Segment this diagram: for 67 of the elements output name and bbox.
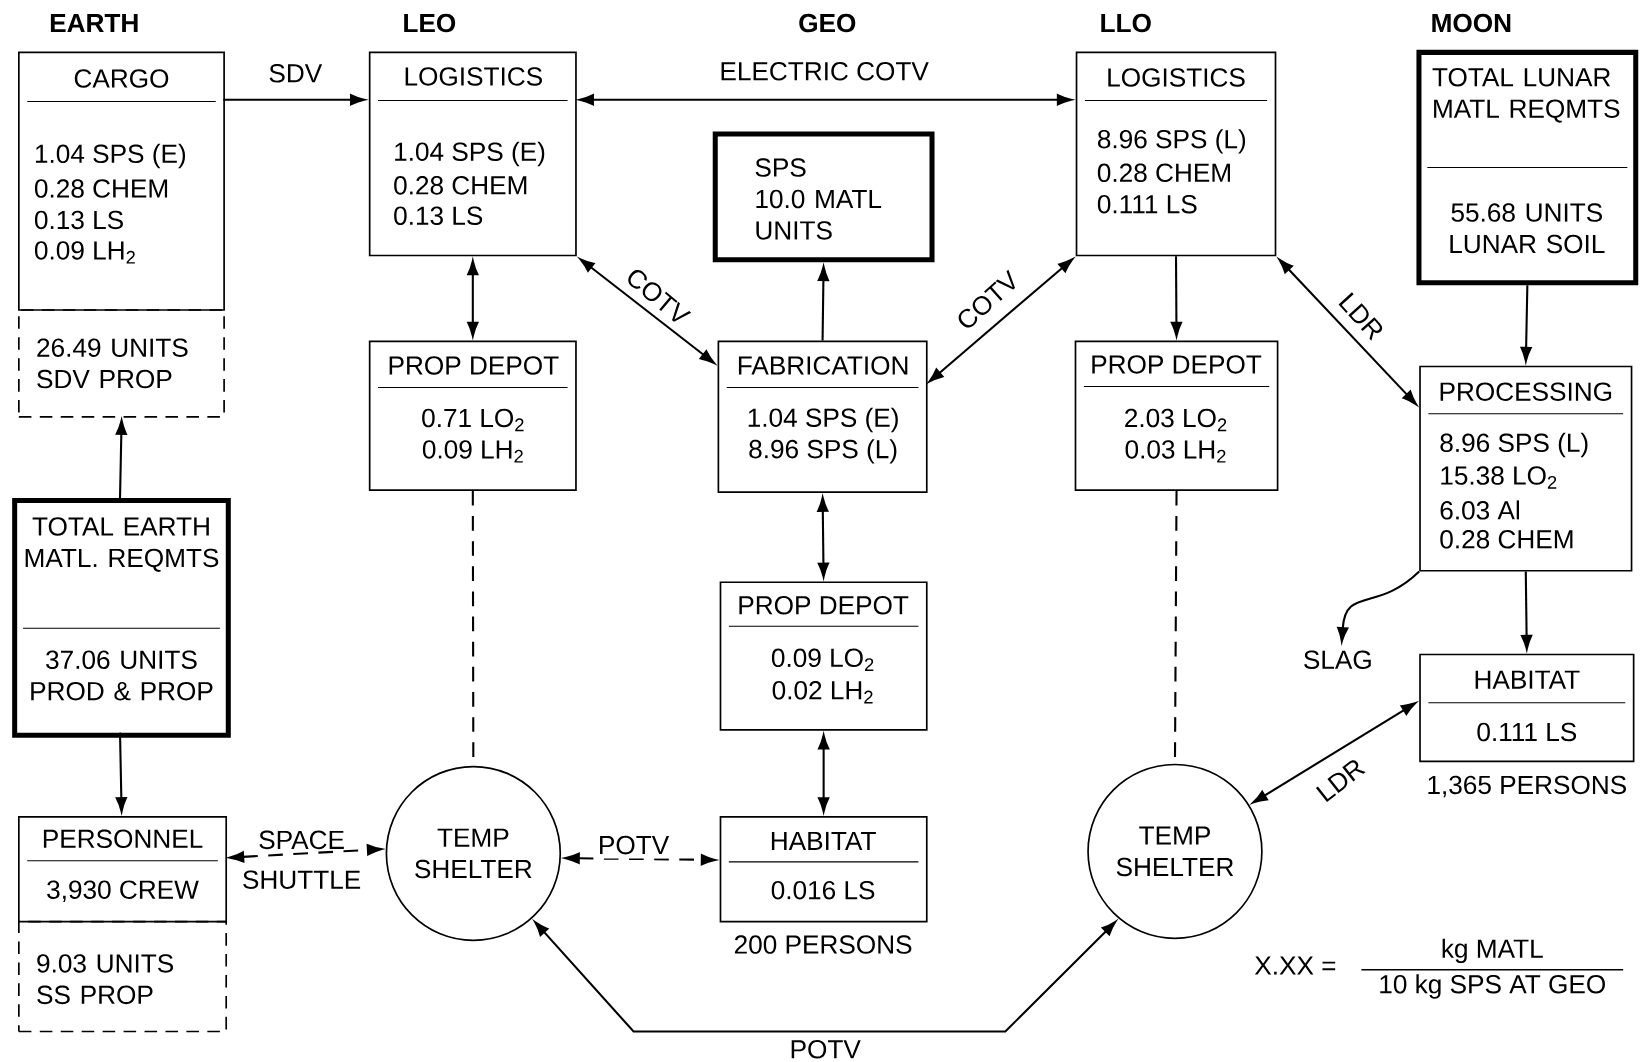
quantity-text: TEMP SHELTER — [1116, 826, 1234, 877]
arrow — [1278, 258, 1417, 406]
quantity-text: 2.03 LO$_{2}$ — [1125, 408, 1227, 432]
quantity-text: 0.016 LS — [771, 880, 875, 900]
quantity-text: 0.09 LO$_{2}$ — [771, 648, 874, 671]
arrow — [534, 921, 1117, 1033]
quantity-text: 0.28 CHEM — [1440, 530, 1573, 549]
quantity-text: TOTAL LUNAR MATL REQMTS — [1432, 68, 1620, 123]
box-heading: HABITAT — [771, 832, 876, 850]
column-heading: GEO — [799, 13, 856, 33]
arrow — [1252, 702, 1417, 804]
quantity-text: 0.03 LH$_{2}$ — [1125, 440, 1226, 463]
box-heading: CARGO — [74, 69, 169, 88]
quantity-text: 0.28 CHEM — [1097, 163, 1230, 183]
box-heading: PROP DEPOT — [389, 356, 559, 375]
arrow — [928, 258, 1074, 383]
quantity-text: 0.13 LS — [394, 206, 483, 226]
arrow — [115, 419, 127, 499]
quantity-text: 55.68 UNITS LUNAR SOIL — [1450, 203, 1605, 254]
quantity-text: 6.03 Al — [1440, 500, 1519, 520]
box-heading: HABITAT — [1475, 670, 1580, 689]
quantity-text: 8.96 SPS (L) — [1440, 432, 1588, 458]
caption-text: 1,365 PERSONS — [1428, 775, 1626, 798]
quantity-text: SPS — [755, 158, 806, 177]
quantity-text: 0.09 LH$_{2}$ — [422, 440, 523, 463]
quantity-text: 3,930 CREW — [47, 880, 199, 903]
formula-text: 10 kg SPS AT GEO — [1380, 974, 1605, 999]
quantity-text: TOTAL EARTH MATL. REQMTS — [25, 517, 219, 572]
edge-label: LDR — [1308, 751, 1373, 810]
box-heading: PROCESSING — [1440, 382, 1612, 401]
quantity-text: TEMP SHELTER — [415, 828, 532, 879]
quantity-text: 0.28 CHEM — [394, 176, 527, 195]
quantity-text: 8.96 SPS (L) — [749, 439, 897, 464]
quantity-text: 9.03 UNITS SS PROP — [37, 954, 174, 1005]
quantity-text: 0.111 LS — [1477, 722, 1577, 742]
edge-label: ELECTRIC COTV — [715, 57, 934, 85]
edge-label: SPACE SHUTTLE — [243, 830, 361, 889]
edge-label: POTV — [785, 1035, 866, 1062]
box-heading: PROP DEPOT — [1092, 355, 1262, 374]
formula-text: kg MATL — [1442, 938, 1543, 964]
quantity-text: 1.04 SPS (E) — [395, 141, 545, 167]
quantity-text: 0.13 LS — [34, 210, 123, 230]
arrow — [223, 94, 366, 106]
box-heading: FABRICATION — [738, 356, 908, 375]
output-label: SLAG — [1304, 650, 1371, 670]
formula-text: X.XX = — [1254, 956, 1336, 975]
quantity-text: 0.71 LO$_{2}$ — [422, 408, 524, 432]
quantity-text: 0.09 LH$_{2}$ — [34, 241, 135, 264]
quantity-text: 8.96 SPS (L) — [1098, 129, 1246, 154]
quantity-text: 15.38 LO$_{2}$ — [1441, 466, 1557, 489]
box-heading: LOGISTICS — [405, 67, 542, 86]
quantity-text: 37.06 UNITS PROD & PROP — [31, 650, 213, 701]
quantity-text: 1.04 SPS (E) — [748, 407, 898, 433]
quantity-text: 26.49 UNITS SDV PROP — [37, 338, 188, 389]
quantity-text: 0.02 LH$_{2}$ — [772, 681, 873, 704]
box-heading: PROP DEPOT — [739, 596, 909, 615]
box-heading: PERSONNEL — [43, 829, 203, 849]
arrow — [579, 258, 715, 364]
arrow — [115, 732, 127, 813]
box-heading: LOGISTICS — [1108, 68, 1245, 87]
quantity-text: 1.04 SPS (E) — [35, 143, 186, 169]
quantity-text: 0.111 LS — [1097, 195, 1197, 214]
edge-label: SDV — [264, 59, 327, 87]
quantity-text: 0.28 CHEM — [34, 179, 168, 198]
caption-text: 200 PERSONS — [734, 935, 912, 954]
quantity-text: 10.0 MATL UNITS — [756, 189, 882, 240]
edge-label: POTV — [593, 831, 674, 859]
